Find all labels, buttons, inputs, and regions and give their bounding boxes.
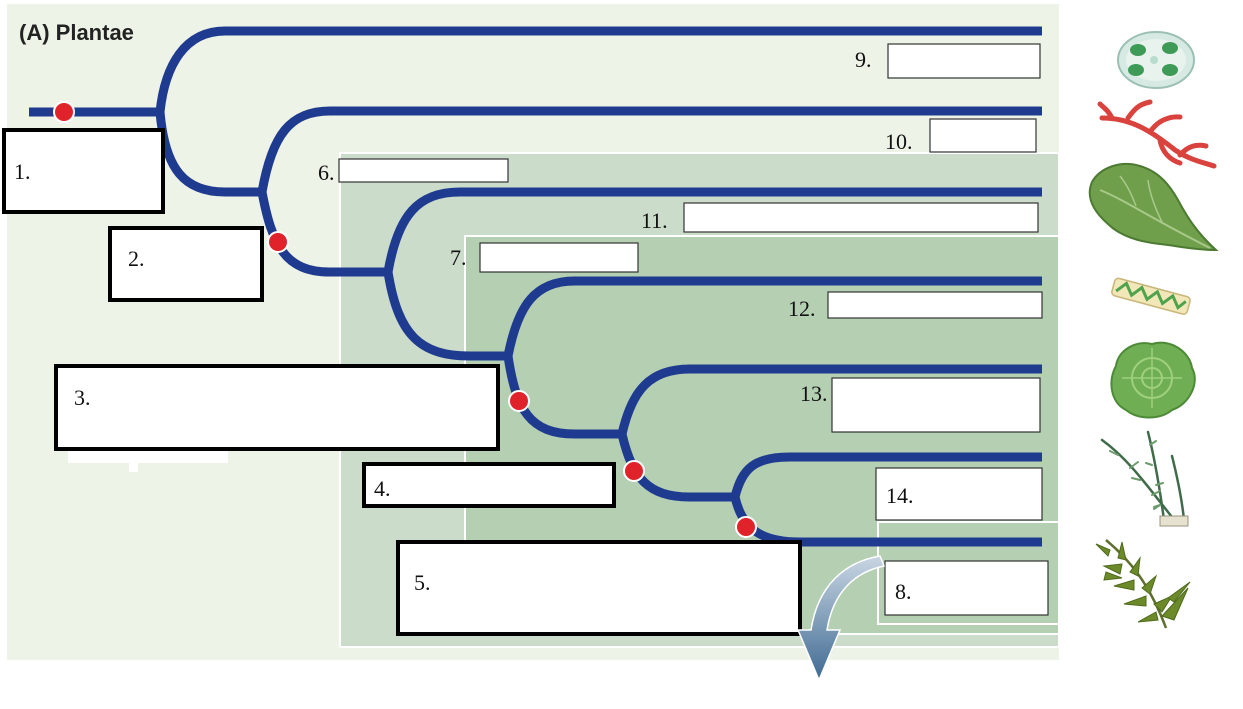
branch-node-c-to-d [383, 271, 508, 361]
node-dot-5 [735, 516, 757, 538]
branch-node-d-to-e [503, 355, 622, 439]
clade-label-boxes [338, 158, 1049, 616]
answer-box-2-number: 2. [128, 246, 145, 271]
answer-box-4-number: 4. [374, 476, 391, 501]
branch-to-taxon-9 [155, 26, 1042, 113]
branch-node-e-to-f [617, 433, 735, 502]
answer-box-5[interactable] [396, 540, 802, 636]
branch-to-taxon-11 [383, 187, 1042, 273]
branch-to-taxon-12 [503, 276, 1042, 357]
curved-arrow-icon [796, 555, 886, 682]
taxon-box-14[interactable] [875, 467, 1043, 521]
taxon-box-10-number: 10. [885, 129, 913, 154]
clade-box-7-number: 7. [450, 245, 467, 270]
answer-box-2[interactable] [108, 226, 264, 302]
taxon-box-13[interactable] [831, 377, 1041, 433]
node-dot-4 [623, 460, 645, 482]
liverwort-icon [1110, 341, 1196, 419]
fern-frond-icon [1095, 539, 1191, 629]
taxon-box-9[interactable] [887, 43, 1041, 79]
answer-box-4[interactable] [362, 462, 616, 508]
answer-box-5-number: 5. [414, 570, 431, 595]
taxon-box-9-number: 9. [855, 47, 872, 72]
answer-box-3[interactable] [54, 364, 500, 451]
filamentous-alga-icon [1111, 277, 1191, 315]
branch-to-taxon-10 [257, 106, 1042, 193]
label-remnant-tick [129, 462, 138, 472]
node-dot-1 [53, 101, 75, 123]
taxon-label-boxes [683, 43, 1043, 521]
taxon-box-12[interactable] [827, 291, 1043, 319]
answer-box-3-number: 3. [74, 385, 91, 410]
answer-box-1[interactable] [2, 128, 165, 214]
node-dot-2 [267, 231, 289, 253]
taxon-box-11-number: 11. [641, 208, 668, 233]
glaucophyte-cell-icon [1117, 31, 1195, 89]
taxon-box-10[interactable] [929, 118, 1037, 153]
branch-node-b-to-c [257, 191, 388, 277]
clade-box-8[interactable] [884, 560, 1049, 616]
branch-to-taxon-14 [730, 452, 1042, 499]
clade-box-6-number: 6. [318, 160, 335, 185]
red-alga-icon [1097, 99, 1217, 169]
clade-box-7[interactable] [479, 242, 639, 273]
node-dots [53, 101, 757, 538]
node-dot-3 [508, 390, 530, 412]
taxon-box-11[interactable] [683, 202, 1039, 233]
panel-title: (A) Plantae [19, 20, 134, 45]
answer-box-1-number: 1. [14, 159, 31, 184]
taxon-box-13-number: 13. [800, 381, 828, 406]
club-moss-icon [1100, 430, 1189, 527]
branch-to-taxon-13 [617, 364, 1042, 435]
taxon-box-14-number: 14. [886, 483, 914, 508]
clade-box-8-number: 8. [895, 579, 912, 604]
taxon-box-12-number: 12. [788, 296, 816, 321]
green-alga-icon [1088, 163, 1219, 252]
clade-box-6[interactable] [338, 158, 509, 183]
large-label-boxes [2, 128, 802, 636]
